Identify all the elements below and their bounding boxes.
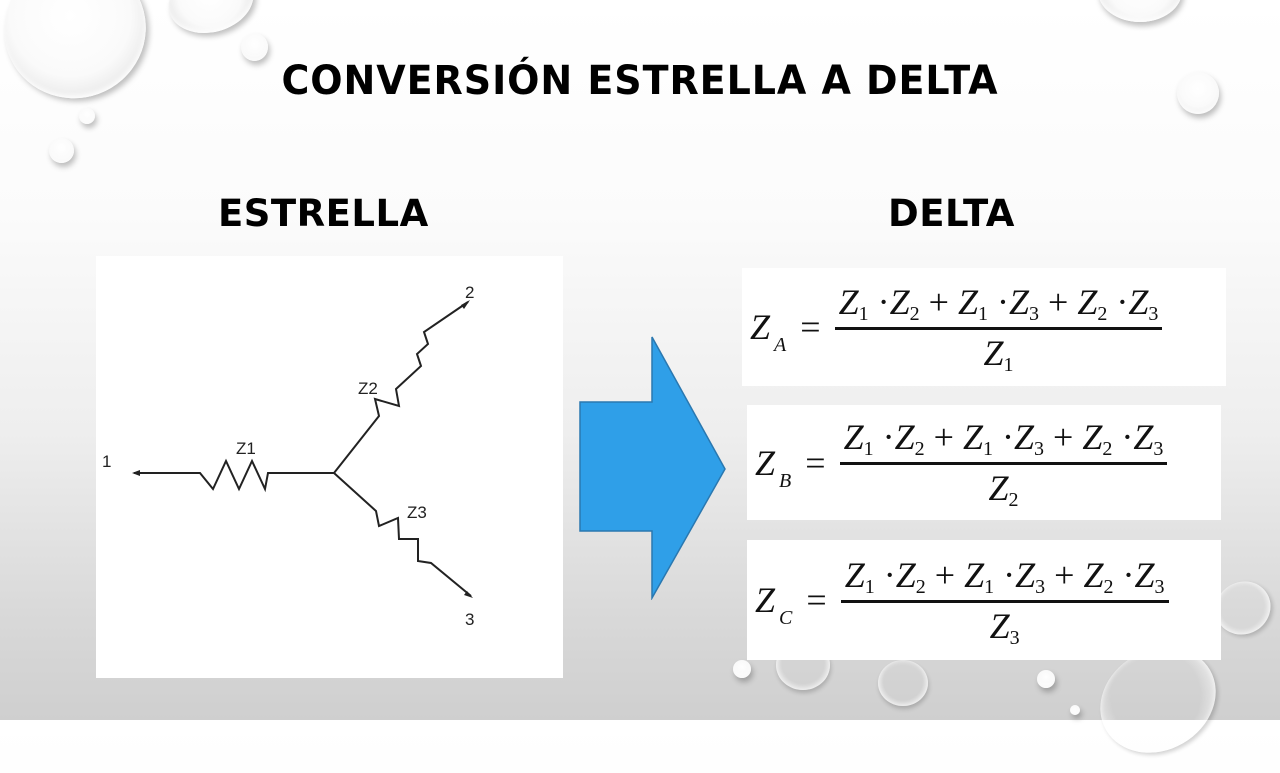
terminal-1-arrow-icon [132, 470, 140, 476]
equals-sign: = [800, 307, 821, 347]
lhs-variable: Z [755, 442, 776, 483]
fraction-bar [834, 326, 1163, 330]
lhs-subscript: A [774, 334, 787, 356]
water-drop-decoration [241, 33, 268, 61]
water-drop-decoration [1177, 72, 1219, 114]
numerator: Z1 ·Z2 + Z1 ·Z3 + Z2 ·Z3 [838, 281, 1159, 325]
z2-label: Z2 [358, 379, 378, 398]
numerator: Z1 ·Z2 + Z1 ·Z3 + Z2 ·Z3 [843, 417, 1164, 460]
equals-sign: = [806, 580, 827, 620]
delta-heading: DELTA [888, 192, 1015, 235]
equals-sign: = [805, 442, 826, 483]
fraction-bar [840, 599, 1169, 603]
terminal-2-arrow-icon [461, 300, 470, 309]
lhs-variable: Z [750, 307, 771, 347]
wye-network-svg: 1 2 3 Z1 Z2 Z3 [102, 283, 474, 629]
lhs-subscript: B [779, 469, 792, 492]
terminal-2-label: 2 [465, 283, 474, 302]
water-drop-decoration [1098, 0, 1182, 22]
terminal-3-label: 3 [465, 610, 474, 629]
slide-title: CONVERSIÓN ESTRELLA A DELTA [281, 58, 999, 104]
water-drop-decoration [1037, 670, 1055, 688]
terminal-1-label: 1 [102, 452, 111, 471]
water-drop-decoration [878, 660, 928, 706]
numerator: Z1 ·Z2 + Z1 ·Z3 + Z2 ·Z3 [844, 554, 1165, 598]
water-drop-decoration [79, 108, 95, 124]
star-heading: ESTRELLA [218, 192, 429, 235]
water-drop-decoration [1070, 705, 1080, 715]
lhs-subscript: C [779, 607, 793, 629]
terminal-3-arrow-icon [464, 591, 473, 598]
z3-label: Z3 [407, 503, 427, 522]
denominator: Z2 [988, 468, 1019, 511]
water-drop-decoration [733, 660, 751, 678]
z1-label: Z1 [236, 439, 256, 458]
fraction-bar [839, 462, 1168, 465]
denominator: Z1 [983, 332, 1014, 376]
water-drop-decoration [49, 138, 74, 163]
denominator: Z3 [989, 605, 1020, 649]
star-circuit-diagram: 1 2 3 Z1 Z2 Z3 [96, 256, 563, 678]
right-arrow-icon [579, 336, 726, 600]
lhs-variable: Z [755, 580, 776, 620]
